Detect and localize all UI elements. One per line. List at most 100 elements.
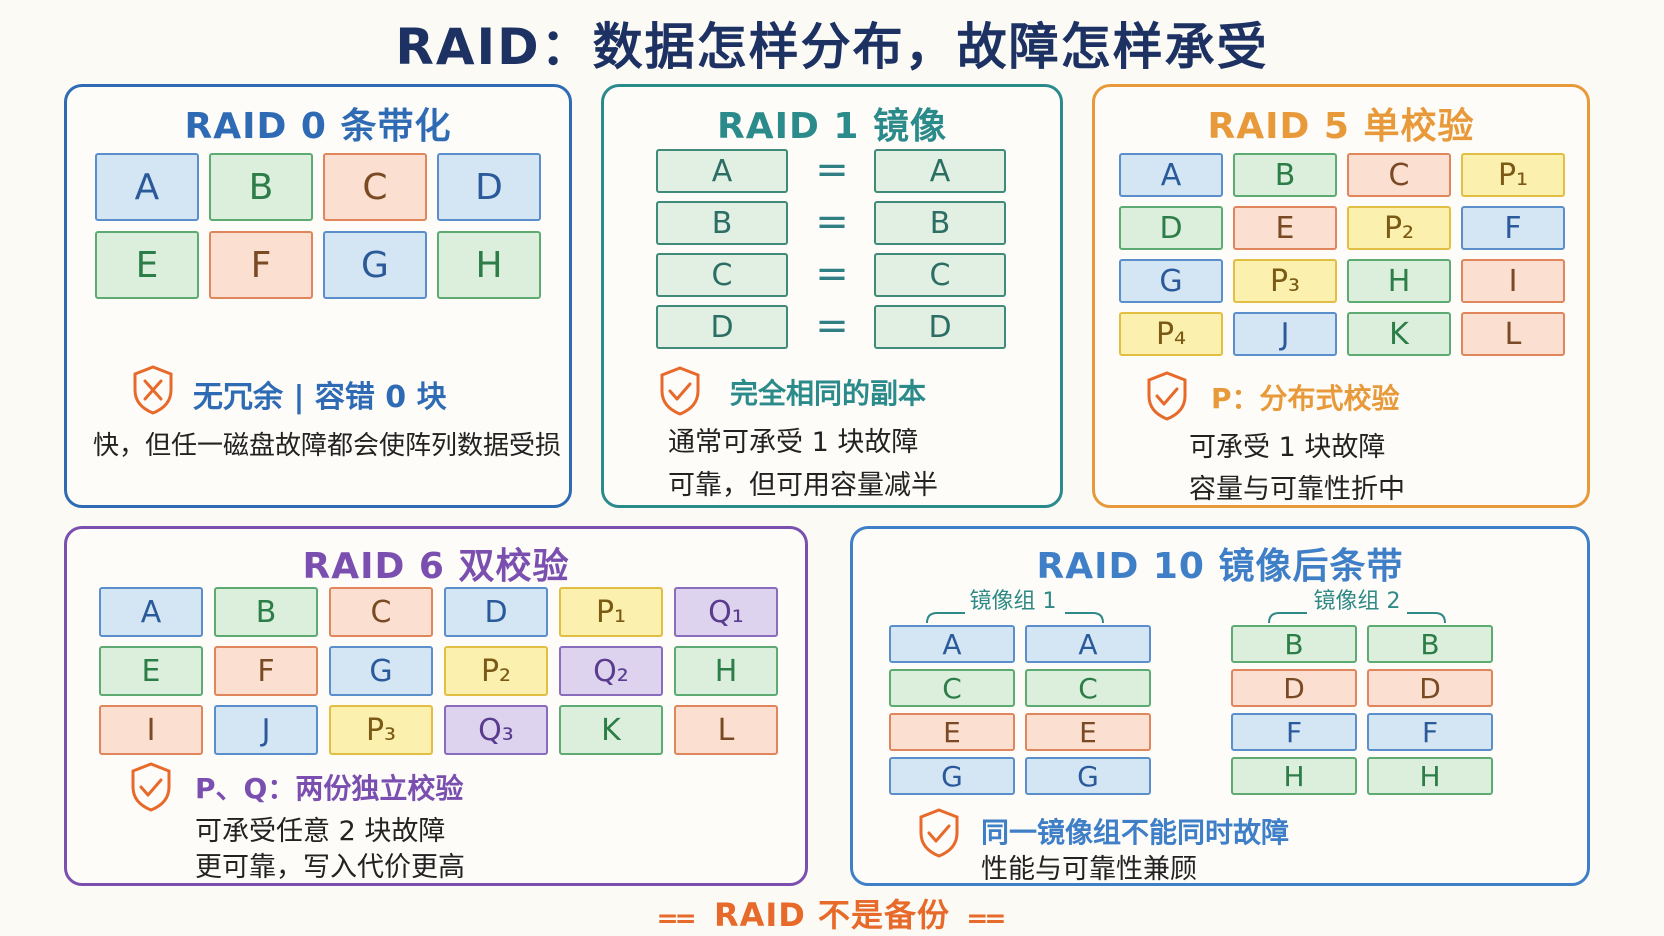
mirror-group-1-block: C [1025,669,1151,707]
raid6-desc2: 更可靠，写入代价更高 [195,852,465,883]
check-shield-icon [919,808,959,858]
raid6-block: D [444,587,548,637]
raid1-disk2-block: B [874,201,1006,245]
raid6-block: P₃ [329,705,433,755]
raid0-block: D [437,153,541,221]
raid5-block: G [1119,259,1223,303]
raid10-panel: RAID 10 镜像后条带 镜像组 1 镜像组 2 同一镜像组不能同时故障 性能… [850,526,1590,886]
group-1-brace-icon [926,612,1104,624]
raid1-desc2: 可靠，但可用容量减半 [668,470,938,501]
raid1-disk1-block: D [656,305,788,349]
mirror-group-1-block: A [889,625,1015,663]
mirror-group-1-block: G [889,757,1015,795]
raid10-desc: 性能与可靠性兼顾 [981,854,1197,885]
raid6-block: G [329,646,433,696]
group-2-brace-icon [1268,612,1446,624]
raid1-panel: RAID 1 镜像 完全相同的副本 通常可承受 1 块故障 可靠，但可用容量减半… [601,84,1063,508]
raid5-desc2: 容量与可靠性折中 [1189,474,1405,505]
raid0-block: B [209,153,313,221]
raid6-block: Q₁ [674,587,778,637]
raid5-block: F [1461,206,1565,250]
footer-left-mark: ⩵ [658,896,696,934]
raid6-block: Q₂ [559,646,663,696]
check-shield-icon [1147,371,1187,421]
raid6-block: A [99,587,203,637]
mirror-group-2-block: D [1231,669,1357,707]
raid5-desc1: 可承受 1 块故障 [1189,432,1386,463]
raid5-block: P₂ [1347,206,1451,250]
raid1-disk1-block: C [656,253,788,297]
raid6-status: P、Q：两份独立校验 [195,772,464,805]
raid0-block: C [323,153,427,221]
raid5-title: RAID 5 单校验 [1207,106,1475,147]
raid6-block: J [214,705,318,755]
raid0-status: 无冗余 | 容错 0 块 [193,380,447,415]
mirror-group-1-label: 镜像组 1 [969,589,1057,614]
raid5-block: P₃ [1233,259,1337,303]
raid6-block: I [99,705,203,755]
equals-sign: = [815,147,849,193]
mirror-group-2-block: F [1231,713,1357,751]
raid5-block: J [1233,312,1337,356]
raid6-block: B [214,587,318,637]
raid0-block: G [323,231,427,299]
footer: ⩵ RAID 不是备份 ⩵ [0,890,1664,936]
raid6-block: K [559,705,663,755]
raid5-block: H [1347,259,1451,303]
check-shield-icon [660,366,700,416]
raid5-status: P：分布式校验 [1211,382,1400,415]
mirror-group-1-block: A [1025,625,1151,663]
footer-right-mark: ⩵ [968,896,1006,934]
raid6-block: E [99,646,203,696]
mirror-group-2-block: F [1367,713,1493,751]
mirror-group-2-block: B [1231,625,1357,663]
raid5-block: L [1461,312,1565,356]
raid0-block: A [95,153,199,221]
raid1-status: 完全相同的副本 [730,377,927,410]
raid5-block: I [1461,259,1565,303]
raid5-block: B [1233,153,1337,197]
mirror-group-2-block: B [1367,625,1493,663]
mirror-group-1-block: G [1025,757,1151,795]
raid10-title: RAID 10 镜像后条带 [1036,546,1404,587]
raid0-panel: RAID 0 条带化 无冗余 | 容错 0 块 快，但任一磁盘故障都会使阵列数据… [64,84,572,508]
raid1-disk1-block: B [656,201,788,245]
raid6-block: Q₃ [444,705,548,755]
x-shield-icon [133,365,173,415]
raid10-status: 同一镜像组不能同时故障 [981,816,1290,849]
footer-text: RAID 不是备份 [713,896,951,934]
raid5-block: K [1347,312,1451,356]
raid1-disk1-block: A [656,149,788,193]
raid0-title: RAID 0 条带化 [184,106,452,147]
raid5-block: D [1119,206,1223,250]
equals-sign: = [815,303,849,349]
raid0-block: F [209,231,313,299]
raid0-desc: 快，但任一磁盘故障都会使阵列数据受损 [93,431,562,461]
raid6-title: RAID 6 双校验 [302,546,570,587]
raid1-desc1: 通常可承受 1 块故障 [668,427,919,458]
raid6-block: P₁ [559,587,663,637]
raid5-block: P₄ [1119,312,1223,356]
check-shield-icon [131,762,171,812]
raid1-disk2-block: D [874,305,1006,349]
raid6-panel: RAID 6 双校验 P、Q：两份独立校验 可承受任意 2 块故障 更可靠，写入… [64,526,808,886]
mirror-group-2-block: H [1231,757,1357,795]
raid5-block: E [1233,206,1337,250]
page-title: RAID：数据怎样分布，故障怎样承受 [395,18,1269,76]
raid6-block: P₂ [444,646,548,696]
equals-sign: = [815,251,849,297]
raid5-block: C [1347,153,1451,197]
raid1-title: RAID 1 镜像 [717,106,947,147]
equals-sign: = [815,199,849,245]
raid6-desc1: 可承受任意 2 块故障 [195,816,446,847]
raid5-block: A [1119,153,1223,197]
raid6-block: C [329,587,433,637]
raid1-disk2-block: A [874,149,1006,193]
raid6-block: H [674,646,778,696]
raid6-block: F [214,646,318,696]
mirror-group-2-block: D [1367,669,1493,707]
raid0-block: E [95,231,199,299]
raid5-block: P₁ [1461,153,1565,197]
